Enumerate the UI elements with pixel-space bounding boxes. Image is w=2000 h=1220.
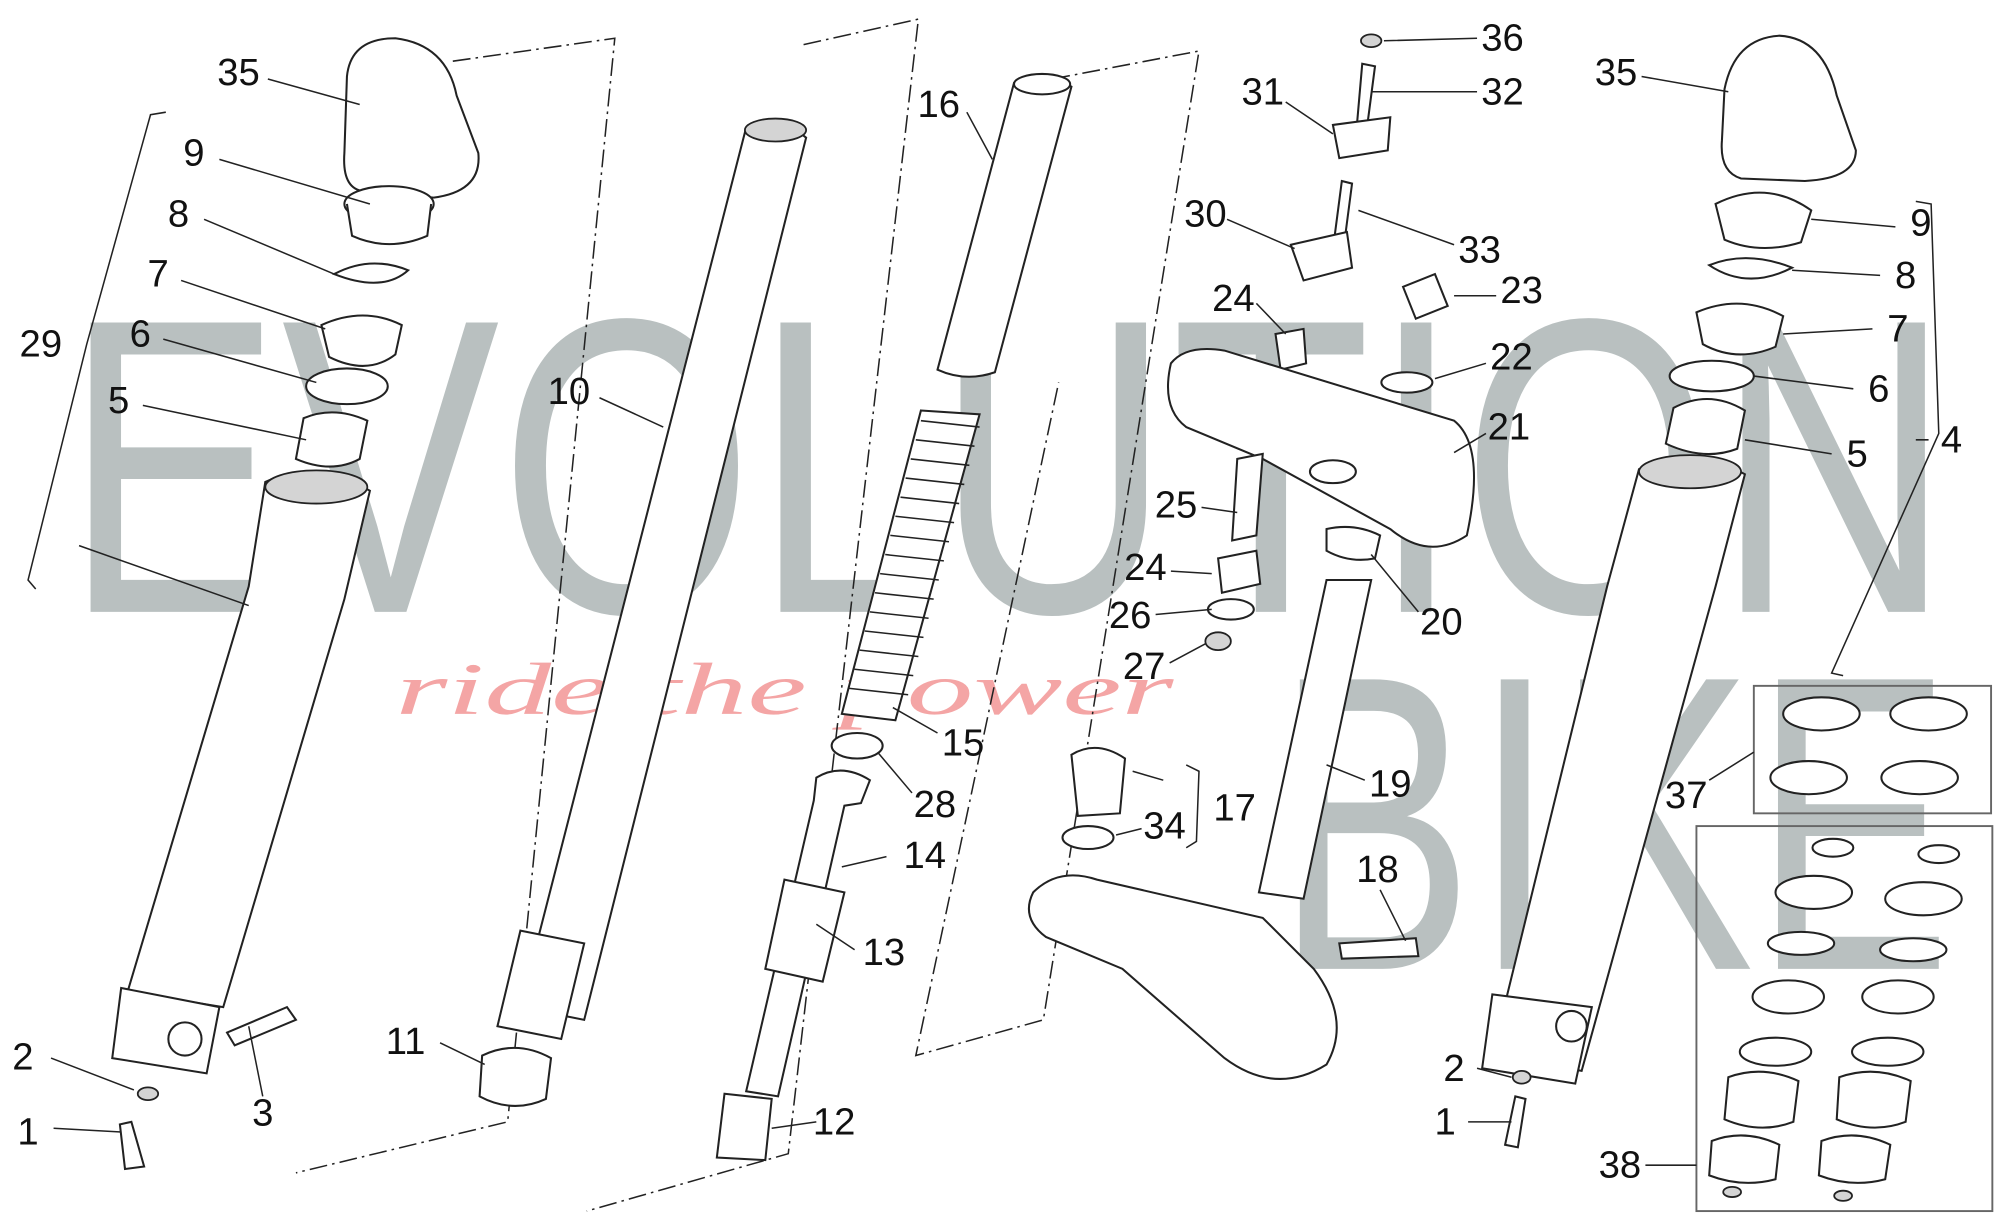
label-26: 26 [1109, 594, 1152, 637]
label-36: 36 [1481, 17, 1524, 60]
label-9: 9 [183, 131, 204, 174]
label-20: 20 [1420, 601, 1463, 644]
label-4: 4 [1941, 418, 1962, 461]
label-35-right: 35 [1595, 51, 1638, 94]
label-2: 2 [12, 1035, 33, 1078]
label-31: 31 [1241, 70, 1284, 113]
kit-38-box [1695, 825, 1994, 1213]
label-23: 23 [1500, 269, 1543, 312]
label-6-right: 6 [1868, 367, 1889, 410]
label-18: 18 [1356, 848, 1399, 891]
label-9-right: 9 [1910, 202, 1931, 245]
label-5: 5 [108, 379, 129, 422]
label-24-lower: 24 [1124, 546, 1167, 589]
label-1: 1 [17, 1111, 38, 1154]
left-fork-leg [111, 37, 480, 1171]
label-32: 32 [1481, 70, 1524, 113]
label-17: 17 [1213, 787, 1256, 830]
label-29: 29 [20, 323, 63, 366]
bracket-29 [27, 111, 166, 590]
label-35: 35 [217, 51, 260, 94]
label-1-right: 1 [1435, 1100, 1456, 1143]
label-38: 38 [1599, 1144, 1642, 1187]
label-25: 25 [1155, 483, 1198, 526]
label-16: 16 [917, 83, 960, 126]
bracket-17 [1185, 764, 1200, 849]
label-8: 8 [168, 193, 189, 236]
label-7-right: 7 [1887, 307, 1908, 350]
right-fork-leg [1480, 34, 1857, 1149]
label-33: 33 [1458, 228, 1501, 271]
label-8-right: 8 [1895, 254, 1916, 297]
kit-37-box [1752, 684, 1993, 815]
part-labels: 35 9 8 7 29 6 5 10 16 15 28 14 13 12 11 … [12, 17, 1962, 1187]
label-24: 24 [1212, 277, 1255, 320]
label-27: 27 [1123, 645, 1166, 688]
label-13: 13 [863, 931, 906, 974]
label-28: 28 [914, 783, 957, 826]
label-34: 34 [1143, 805, 1186, 848]
label-3: 3 [252, 1091, 273, 1134]
bracket-4 [1830, 200, 1940, 677]
guide-lines [295, 18, 1200, 1212]
label-21: 21 [1488, 406, 1531, 449]
leader-lines [50, 37, 1929, 1166]
fork-cap-35 [343, 37, 480, 199]
damper-parts [715, 72, 1073, 1162]
label-22: 22 [1490, 335, 1533, 378]
label-7: 7 [148, 253, 169, 296]
label-14: 14 [903, 834, 946, 877]
label-2-right: 2 [1443, 1047, 1464, 1090]
label-15: 15 [942, 722, 985, 765]
label-30: 30 [1184, 193, 1227, 236]
label-19: 19 [1369, 763, 1412, 806]
label-12: 12 [813, 1100, 856, 1143]
label-37: 37 [1665, 774, 1708, 817]
label-5-right: 5 [1846, 432, 1867, 475]
label-6: 6 [130, 313, 151, 356]
steering-parts [1027, 33, 1475, 1080]
label-10: 10 [548, 370, 591, 413]
label-11: 11 [386, 1020, 426, 1063]
inner-tube-10 [478, 117, 808, 1107]
